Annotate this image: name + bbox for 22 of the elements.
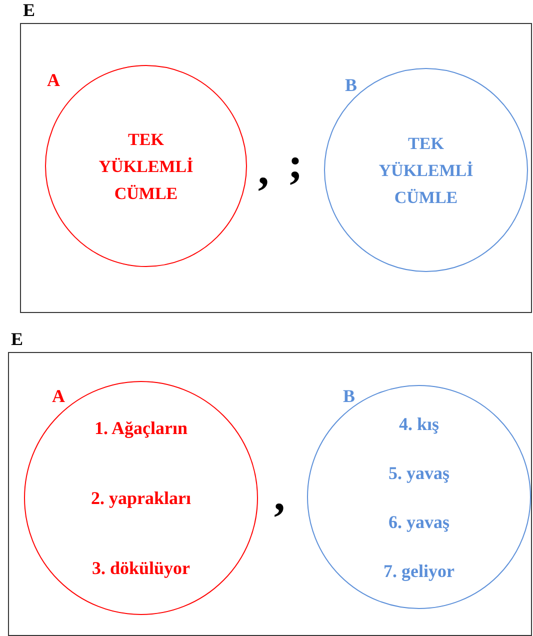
heading-letter: E [23,0,36,20]
circle-text: 1. Ağaçların [94,417,188,440]
circle-text: 3. dökülüyor [90,557,192,580]
circle-text: TEK YÜKLEMLİ CÜMLE [98,128,194,204]
circle [324,68,528,272]
circle-text: 5. yavaş [387,462,450,484]
circle-text: 7. geliyor [382,560,456,582]
circle [45,65,247,267]
heading-letter: E [11,329,24,349]
circle-letter: A [47,70,60,90]
circle-letter: B [343,386,356,406]
punctuation-mark: , [274,474,285,518]
circle [307,385,531,609]
circle-text: 4. kış [398,412,440,436]
circle-text: TEK YÜKLEMLİ CÜMLE [378,132,474,208]
punctuation-mark: , [258,148,269,192]
circle-letter: A [52,386,65,406]
circle-letter: B [345,75,358,95]
punctuation-mark: ; [288,142,303,186]
circle-text: 6. yavaş [387,510,450,534]
circle [24,381,258,615]
circle-text: 2. yaprakları [90,487,192,510]
